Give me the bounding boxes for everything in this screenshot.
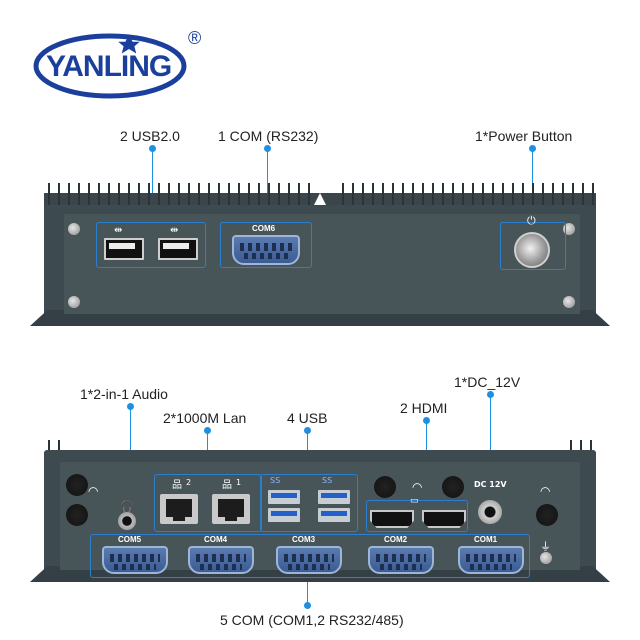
brand-logo: YANLING ® [30, 28, 210, 100]
antenna-port[interactable] [536, 504, 558, 526]
logo-ellipse-icon [33, 33, 187, 99]
usb3-port-1[interactable] [268, 490, 300, 504]
ground-screw-icon [540, 552, 552, 564]
com2-port[interactable] [368, 546, 434, 574]
lan-icon: 品 [222, 480, 232, 491]
com-strip-outline [90, 534, 530, 578]
antenna-port[interactable] [442, 476, 464, 498]
callout-dc: 1*DC_12V [454, 374, 521, 390]
hdmi-port-2[interactable] [422, 510, 466, 528]
hdmi-icon: ▭ [410, 496, 419, 506]
screw-icon [563, 223, 575, 235]
power-outline [500, 222, 566, 270]
com6-label: COM6 [252, 224, 276, 233]
registered-mark: ® [188, 28, 202, 48]
callout-line-usb2 [152, 148, 153, 222]
power-icon: ⏻ [527, 214, 536, 227]
com6-port[interactable] [232, 235, 300, 265]
callout-line-com [267, 148, 268, 222]
callout-com-bottom: 5 COM (COM1,2 RS232/485) [220, 612, 404, 628]
wifi-icon: ◠ [540, 484, 551, 498]
com3-port[interactable] [276, 546, 342, 574]
callout-dot [304, 602, 311, 609]
usb-icon: ⇹ [170, 225, 179, 236]
callout-hdmi: 2 HDMI [400, 400, 448, 416]
dc-power-jack[interactable] [478, 500, 502, 524]
usb3-port-4[interactable] [318, 508, 350, 522]
com4-port[interactable] [188, 546, 254, 574]
top-chassis-base [30, 310, 610, 326]
callout-audio: 1*2-in-1 Audio [80, 386, 168, 402]
com2-label: COM2 [384, 535, 408, 544]
screw-icon [68, 223, 80, 235]
callout-dot [264, 145, 271, 152]
callout-dot [487, 391, 494, 398]
usb3-group-outline [260, 474, 358, 532]
lan-icon: 品 [172, 480, 182, 491]
lan-group-outline [154, 474, 262, 532]
usb2-group-outline [96, 222, 206, 268]
usb2-port-2[interactable] [158, 238, 198, 260]
hdmi-port-1[interactable] [370, 510, 414, 528]
callout-dot [423, 417, 430, 424]
callout-dot [529, 145, 536, 152]
top-io-panel [64, 214, 580, 314]
com1-port[interactable] [458, 546, 524, 574]
callout-line-com-bottom [307, 572, 308, 608]
usb3-port-3[interactable] [318, 490, 350, 504]
callout-dot [304, 427, 311, 434]
power-button[interactable] [514, 232, 550, 268]
com3-label: COM3 [292, 535, 316, 544]
callout-com-top: 1 COM (RS232) [218, 128, 319, 144]
usb3-port-2[interactable] [268, 508, 300, 522]
callout-lan: 2*1000M Lan [163, 410, 247, 426]
callout-usb3: 4 USB [287, 410, 328, 426]
wifi-icon: ◠ [412, 480, 423, 494]
usb2-port-1[interactable] [104, 238, 144, 260]
usb3-symbol: SS [322, 476, 333, 485]
logo-text: YANLING [46, 50, 172, 83]
lan-2-label: 2 [186, 478, 192, 487]
mic-headphone-icon: 🎧 [120, 500, 134, 513]
usb3-symbol: SS [270, 476, 281, 485]
com5-label: COM5 [118, 535, 142, 544]
callout-usb2: 2 USB2.0 [120, 128, 180, 144]
callout-dot [204, 427, 211, 434]
callout-line-dc [490, 394, 491, 476]
lan-port-2[interactable] [160, 494, 198, 524]
callout-dot [127, 403, 134, 410]
callout-power: 1*Power Button [475, 128, 573, 144]
lan-port-1[interactable] [212, 494, 250, 524]
com5-port[interactable] [102, 546, 168, 574]
antenna-port[interactable] [66, 504, 88, 526]
com1-label: COM1 [474, 535, 498, 544]
antenna-port[interactable] [374, 476, 396, 498]
callout-dot [149, 145, 156, 152]
com4-label: COM4 [204, 535, 228, 544]
antenna-port[interactable] [66, 474, 88, 496]
screw-icon [68, 296, 80, 308]
com6-outline [220, 222, 312, 268]
wifi-icon: ◠ [88, 484, 99, 498]
ground-icon: ⏚ [540, 540, 551, 553]
screw-icon [563, 296, 575, 308]
dc-label: DC 12V [474, 480, 507, 489]
hdmi-group-outline [366, 500, 468, 532]
usb-icon: ⇹ [114, 225, 123, 236]
lan-1-label: 1 [236, 478, 242, 487]
audio-jack[interactable] [118, 512, 136, 530]
